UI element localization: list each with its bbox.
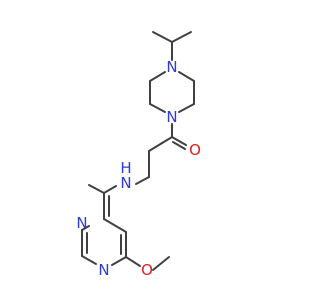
bond xyxy=(172,141,186,150)
bond xyxy=(103,218,127,233)
bond xyxy=(171,136,187,146)
bond xyxy=(178,71,195,82)
bond xyxy=(152,31,173,43)
atom-label-n-piperazine-top: N xyxy=(166,58,177,76)
bonds xyxy=(81,31,195,271)
atom-label-n-piperazine-bottom: N xyxy=(166,108,177,126)
bond xyxy=(152,256,170,271)
bond xyxy=(81,225,90,231)
atom-label-h-amine: H xyxy=(120,159,131,177)
bond xyxy=(88,184,105,194)
bond xyxy=(149,71,166,82)
bond xyxy=(135,176,150,185)
atom-labels: N N O N H N N O xyxy=(76,58,201,279)
atom-label-n-ring-upper: N xyxy=(76,214,87,232)
bond xyxy=(148,136,173,152)
bond xyxy=(178,103,195,113)
atom-label-n-ring-lower: N xyxy=(98,261,109,279)
bond xyxy=(81,255,97,265)
bond xyxy=(103,185,117,194)
atom-label-o-methoxy: O xyxy=(141,261,153,279)
atom-label-o-carbonyl: O xyxy=(189,141,201,159)
bond xyxy=(125,256,141,267)
molecule-diagram: N N O N H N N O xyxy=(76,31,201,279)
bond xyxy=(149,103,166,113)
bond xyxy=(171,31,192,43)
bond xyxy=(111,256,127,266)
molecule-structure: N N O N H N N O xyxy=(76,31,201,279)
atom-label-n-amine: N xyxy=(120,174,131,192)
